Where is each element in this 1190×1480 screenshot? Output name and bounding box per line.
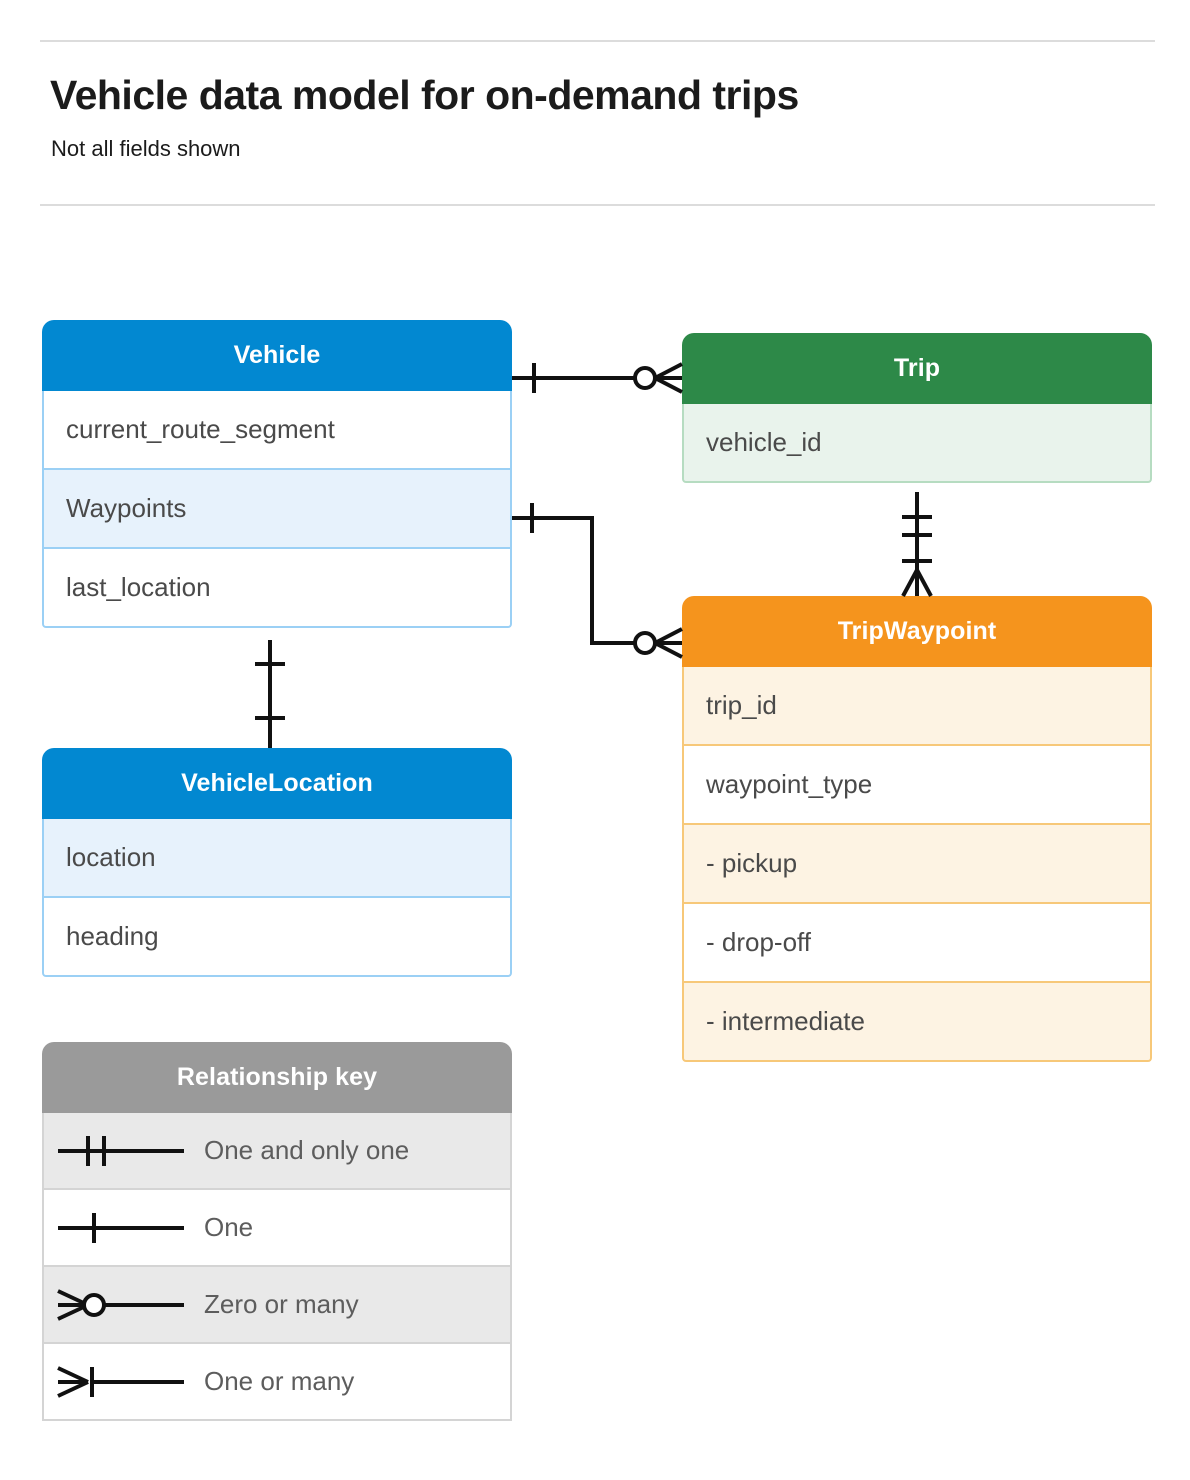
relationship-trip-to-tripwaypoint — [901, 492, 933, 597]
relationship-waypoints-to-tripwaypoint — [512, 503, 683, 659]
page-subtitle: Not all fields shown — [51, 136, 241, 161]
legend-row-one: One — [42, 1190, 512, 1267]
entity-tripwaypoint-enum-intermediate[interactable]: - intermediate — [682, 983, 1152, 1062]
one-icon — [44, 1208, 204, 1248]
relationship-vehicle-to-vehiclelocation — [255, 640, 285, 748]
one-and-only-one-icon — [44, 1131, 204, 1171]
entity-tripwaypoint[interactable]: TripWaypoint trip_id waypoint_type - pic… — [682, 596, 1152, 1062]
entity-tripwaypoint-field-trip-id[interactable]: trip_id — [682, 667, 1152, 746]
relationship-key-legend: Relationship key One and only one One — [42, 1042, 512, 1421]
entity-vehiclelocation-field-heading[interactable]: heading — [42, 898, 512, 977]
entity-vehiclelocation[interactable]: VehicleLocation location heading — [42, 748, 512, 977]
entity-vehicle-field-last-location[interactable]: last_location — [42, 549, 512, 628]
legend-label-one-or-many: One or many — [204, 1366, 355, 1396]
entity-vehiclelocation-field-location[interactable]: location — [42, 819, 512, 898]
legend-label-zero-or-many: Zero or many — [204, 1289, 359, 1319]
entity-vehicle-field-waypoints[interactable]: Waypoints — [42, 470, 512, 549]
legend-label-one: One — [204, 1212, 254, 1242]
legend-label-one-and-only-one: One and only one — [204, 1135, 410, 1165]
entity-vehicle-title: Vehicle — [42, 320, 512, 391]
page-title: Vehicle data model for on-demand trips — [50, 72, 799, 118]
entity-vehicle-field-current-route-segment[interactable]: current_route_segment — [42, 391, 512, 470]
header-divider-top — [40, 40, 1155, 42]
header-divider-bottom — [40, 204, 1155, 206]
entity-tripwaypoint-field-waypoint-type[interactable]: waypoint_type — [682, 746, 1152, 825]
legend-row-zero-or-many: Zero or many — [42, 1267, 512, 1344]
legend-row-one-or-many: One or many — [42, 1344, 512, 1421]
legend-row-one-and-only-one: One and only one — [42, 1113, 512, 1190]
entity-trip[interactable]: Trip vehicle_id — [682, 333, 1152, 483]
entity-trip-field-vehicle-id[interactable]: vehicle_id — [682, 404, 1152, 483]
entity-vehicle[interactable]: Vehicle current_route_segment Waypoints … — [42, 320, 512, 628]
zero-or-many-icon — [44, 1285, 204, 1325]
entity-trip-title: Trip — [682, 333, 1152, 404]
relationship-vehicle-to-trip — [512, 362, 683, 394]
entity-tripwaypoint-enum-drop-off[interactable]: - drop-off — [682, 904, 1152, 983]
one-or-many-icon — [44, 1362, 204, 1402]
entity-tripwaypoint-enum-pickup[interactable]: - pickup — [682, 825, 1152, 904]
entity-vehiclelocation-title: VehicleLocation — [42, 748, 512, 819]
relationship-key-title: Relationship key — [42, 1042, 512, 1113]
entity-tripwaypoint-title: TripWaypoint — [682, 596, 1152, 667]
